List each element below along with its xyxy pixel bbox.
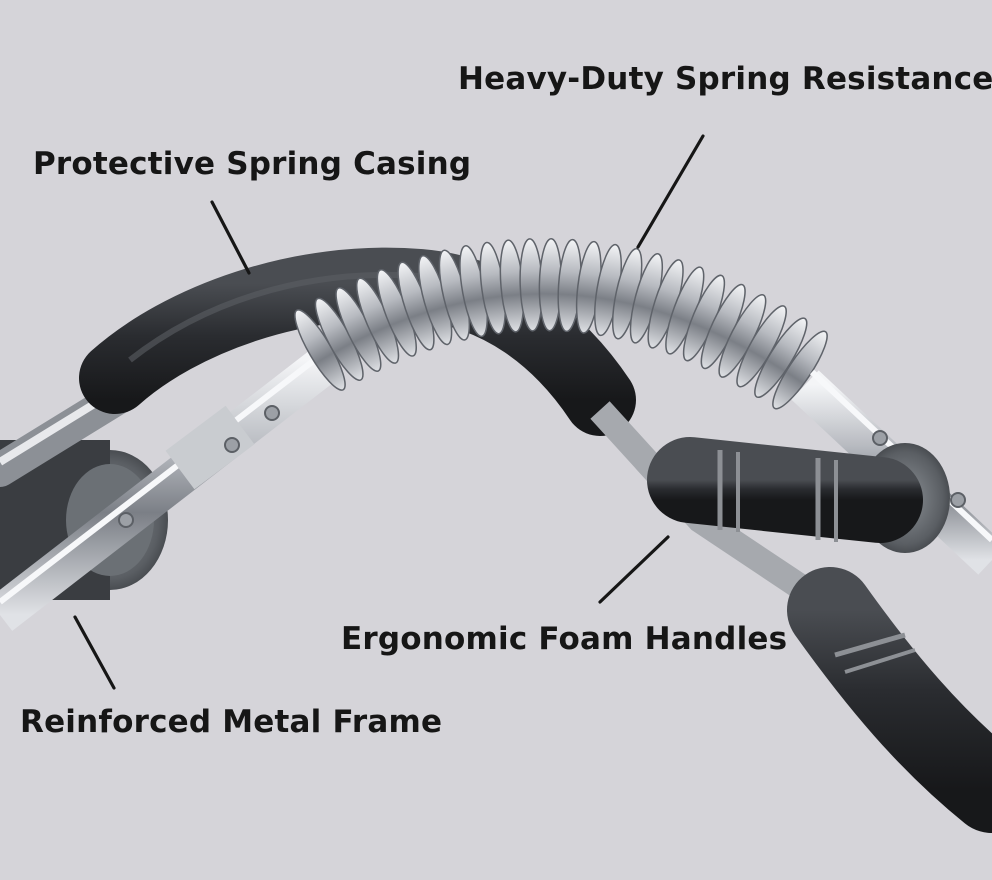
heavy-duty-spring — [294, 237, 828, 410]
leader-metal-frame — [73, 615, 116, 690]
callout-spring-resistance: Heavy-Duty Spring Resistance — [458, 61, 992, 97]
upper-foam-handle — [647, 437, 923, 543]
front-metal-rod — [0, 344, 343, 631]
leader-spring-resistance — [636, 134, 705, 249]
callout-metal-frame: Reinforced Metal Frame — [20, 704, 443, 740]
callout-foam-handles: Ergonomic Foam Handles — [341, 621, 788, 657]
callout-spring-casing: Protective Spring Casing — [33, 146, 472, 182]
spring-coil — [754, 317, 808, 399]
leader-foam-handles — [598, 535, 670, 604]
leader-spring-casing — [210, 200, 251, 275]
lower-foam-handle — [787, 567, 992, 833]
spring-coil — [772, 330, 828, 410]
callout-lines — [73, 134, 705, 690]
